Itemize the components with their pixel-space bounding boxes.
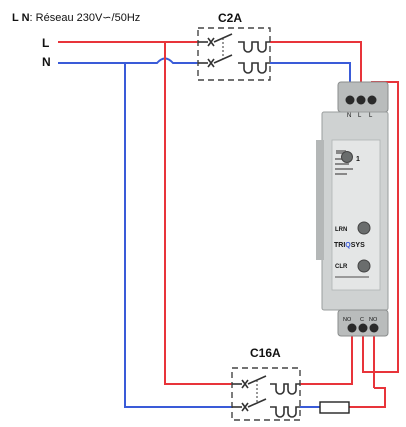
terminal-screw (367, 95, 377, 105)
bottom-breaker: C16A (231, 346, 301, 421)
learn-button[interactable] (357, 221, 371, 235)
din-module: N L L 1 LRN TRIQSYS CLR NO C NO (316, 81, 389, 337)
terminal-label-n: N (347, 113, 351, 119)
top-breaker-box (197, 27, 271, 81)
terminal-label-c: C (360, 317, 364, 323)
channel-button[interactable] (341, 151, 353, 163)
brand-logo-part: TRI (334, 242, 345, 249)
neutral-supply-wire (58, 57, 198, 64)
clear-button[interactable] (357, 259, 371, 273)
top-breaker: C2A (197, 11, 271, 81)
live-to-module-wire (270, 41, 362, 95)
neutral-wiring (58, 57, 351, 408)
neutral-line-label: N (42, 55, 51, 69)
terminal-label-l2: L (369, 113, 373, 119)
bottom-breaker-label: C16A (250, 346, 281, 360)
terminal-label-l1: L (358, 113, 362, 119)
network-legend-text: : Réseau 230V∽/50Hz (30, 12, 141, 24)
learn-label: LRN (335, 227, 347, 233)
terminal-screw (369, 323, 379, 333)
module-serial-print (335, 276, 369, 278)
terminal-screw (356, 95, 366, 105)
terminal-label-no1: NO (343, 317, 352, 323)
terminal-screw (358, 323, 368, 333)
load-return-wire (349, 387, 386, 408)
brand-logo-part: Q (345, 242, 351, 249)
bottom-breaker-box (231, 367, 301, 421)
neutral-load-branch-wire (124, 63, 232, 408)
top-terminals: N L L (345, 95, 377, 119)
top-breaker-label: C2A (218, 11, 242, 25)
network-legend-prefix: L N (12, 12, 30, 24)
bottom-terminals: NO C NO (343, 317, 379, 333)
module-side-rail (316, 140, 324, 260)
brand-logo-part: SYS (351, 242, 365, 249)
terminal-screw (345, 95, 355, 105)
live-load-branch-wire (164, 42, 232, 385)
live-line-label: L (42, 36, 49, 50)
brand-logo: TRIQSYS (334, 242, 365, 249)
channel-label: 1 (356, 156, 360, 163)
terminal-label-no2: NO (369, 317, 378, 323)
live-to-no-wire (300, 332, 353, 385)
load-resistor (319, 401, 350, 414)
terminal-screw (347, 323, 357, 333)
network-legend: L N: Réseau 230V∽/50Hz (12, 12, 140, 24)
clear-label: CLR (335, 264, 348, 270)
